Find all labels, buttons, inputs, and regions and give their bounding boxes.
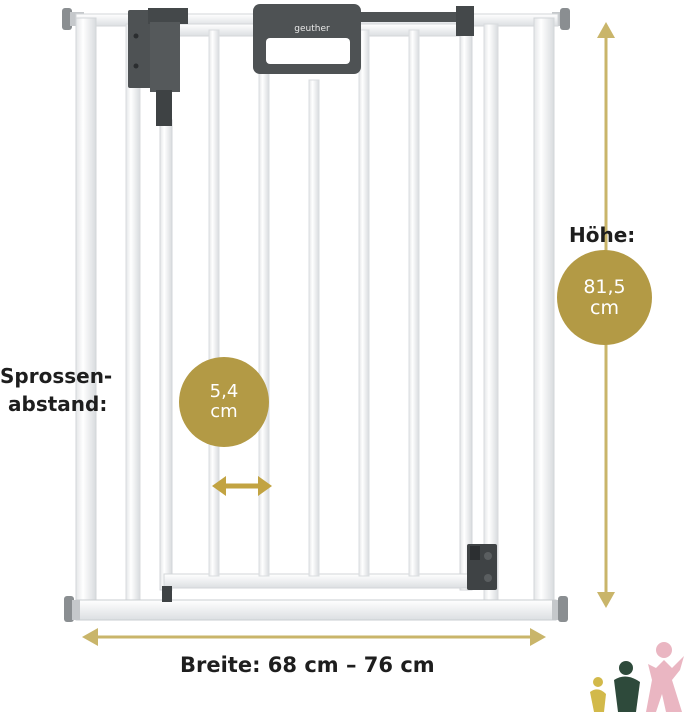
- height-value-badge: 81,5 cm: [557, 250, 652, 345]
- spacing-arrow-icon: [212, 476, 272, 496]
- spacing-label-line2: abstand:: [8, 392, 108, 416]
- gate-door: [155, 23, 473, 591]
- hinge-top-icon: [128, 8, 188, 126]
- spacing-unit: cm: [210, 401, 238, 422]
- frame-right-post: [533, 17, 555, 605]
- height-label: Höhe:: [569, 223, 636, 247]
- width-label: Breite: 68 cm – 76 cm: [180, 653, 435, 677]
- door-left-stile: [159, 119, 173, 591]
- frame-bottom-rail: [75, 599, 557, 621]
- svg-text:geuther: geuther: [294, 24, 330, 34]
- spacing-value-badge: 5,4 cm: [179, 357, 269, 447]
- spacing-value: 5,4: [209, 381, 239, 403]
- height-unit: cm: [590, 296, 619, 319]
- bottom-latch-icon: [467, 544, 497, 590]
- frame-left-inner-bar: [125, 23, 141, 603]
- door-bar: [308, 79, 320, 577]
- pressure-knob-bottom-right: [552, 596, 568, 622]
- height-value: 81,5: [583, 275, 626, 298]
- door-bar: [208, 29, 220, 577]
- family-figures-logo-icon: [590, 642, 684, 712]
- door-handle-icon: geuther: [253, 4, 474, 74]
- frame-left-post: [75, 17, 97, 605]
- door-bar: [358, 29, 370, 577]
- pressure-knob-bottom-left: [64, 596, 80, 622]
- door-right-stile: [459, 33, 473, 591]
- door-bar: [408, 29, 420, 577]
- double-arrow-horizontal-icon: [82, 628, 546, 646]
- frame-right-inner-bar: [483, 23, 499, 603]
- door-stopper-icon: [162, 586, 172, 602]
- spacing-label-line1: Sprossen-: [0, 364, 113, 388]
